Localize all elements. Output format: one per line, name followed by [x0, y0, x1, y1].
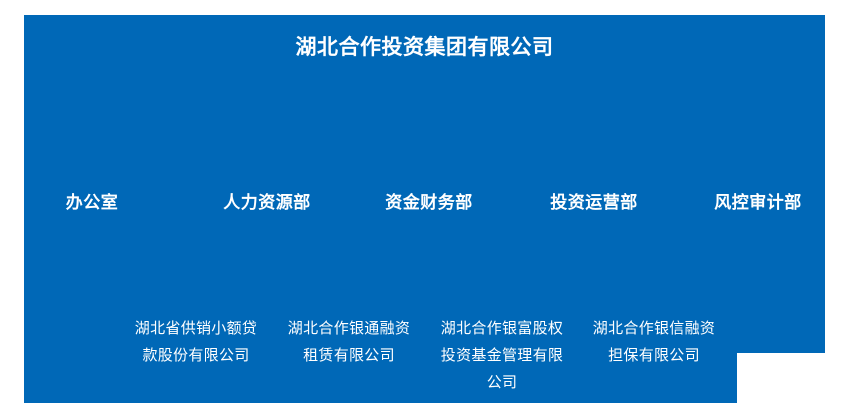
department-node-office[interactable]: 办公室	[65, 193, 119, 213]
subsidiary-node-guarantee[interactable]: 湖北合作银信融资担保有限公司	[592, 319, 716, 364]
department-node-risk-control-audit[interactable]: 风控审计部	[714, 193, 802, 213]
department-node-finance[interactable]: 资金财务部	[385, 193, 473, 213]
department-node-human-resources[interactable]: 人力资源部	[223, 193, 311, 213]
subsidiary-node-microcredit[interactable]: 湖北省供销小额贷款股份有限公司	[134, 319, 258, 364]
department-row: 办公室 人力资源部 资金财务部 投资运营部 风控审计部	[24, 191, 825, 221]
org-root-node: 湖北合作投资集团有限公司	[295, 35, 554, 59]
subsidiary-row: 湖北省供销小额贷款股份有限公司 湖北合作银通融资租赁有限公司 湖北合作银富股权投…	[24, 315, 825, 405]
org-chart-panel: 湖北合作投资集团有限公司 办公室 人力资源部 资金财务部 投资运营部 风控审计部…	[24, 15, 849, 408]
corner-notch	[737, 353, 849, 408]
subsidiary-node-leasing[interactable]: 湖北合作银通融资租赁有限公司	[287, 319, 411, 364]
subsidiary-node-equity-fund[interactable]: 湖北合作银富股权投资基金管理有限公司	[440, 319, 564, 391]
department-node-investment-operations[interactable]: 投资运营部	[550, 193, 638, 213]
